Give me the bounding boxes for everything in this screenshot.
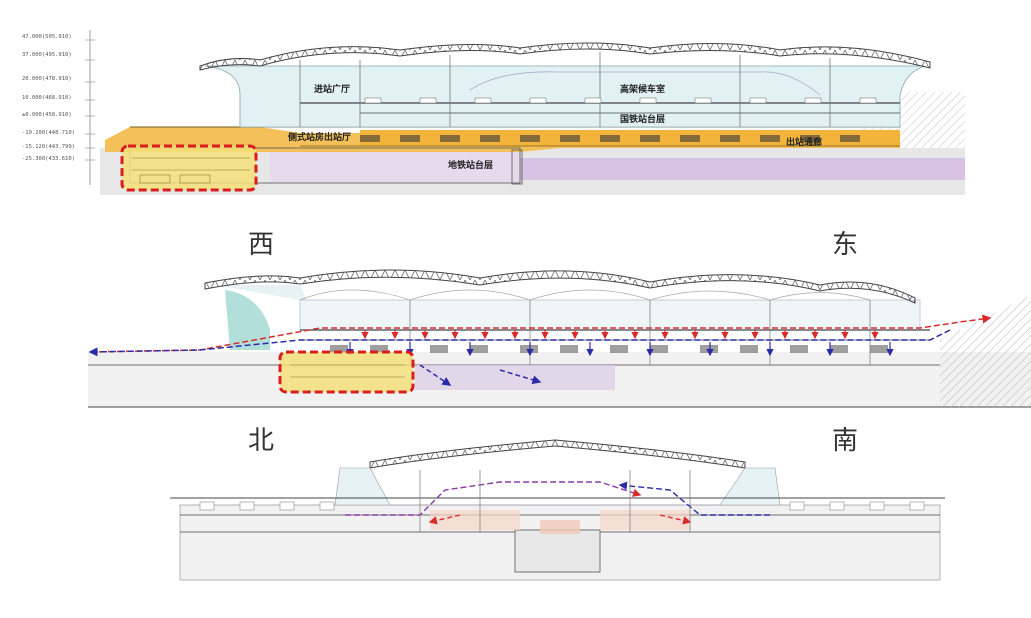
level-1: 37.000(495.910) (22, 52, 72, 58)
direction-north: 北 (248, 426, 275, 456)
level-5: -10.200(448.710) (22, 130, 75, 136)
label-national-platform: 国铁站台层 (620, 115, 666, 125)
level-6: -15.120(443.790) (22, 144, 75, 150)
label-exit-passage: 出站通廊 (786, 138, 823, 148)
level-4: ±0.000(458.910) (22, 112, 72, 118)
label-metro-platform: 地铁站台层 (448, 161, 494, 171)
middle-section (88, 269, 1031, 408)
bottom-section (170, 439, 945, 581)
direction-west: 西 (248, 230, 275, 260)
level-2: 20.000(478.910) (22, 76, 72, 82)
direction-east: 东 (832, 230, 859, 260)
level-0: 47.000(505.910) (22, 34, 72, 40)
label-entrance-hall: 进站广厅 (314, 85, 351, 95)
top-section (85, 30, 965, 195)
label-hsr-waiting: 高架候车室 (620, 85, 666, 95)
label-side-exit-hall: 侧式站房出站厅 (288, 133, 352, 143)
level-7: -25.300(433.610) (22, 156, 75, 162)
direction-south: 南 (832, 426, 859, 456)
level-3: 10.000(468.910) (22, 95, 72, 101)
